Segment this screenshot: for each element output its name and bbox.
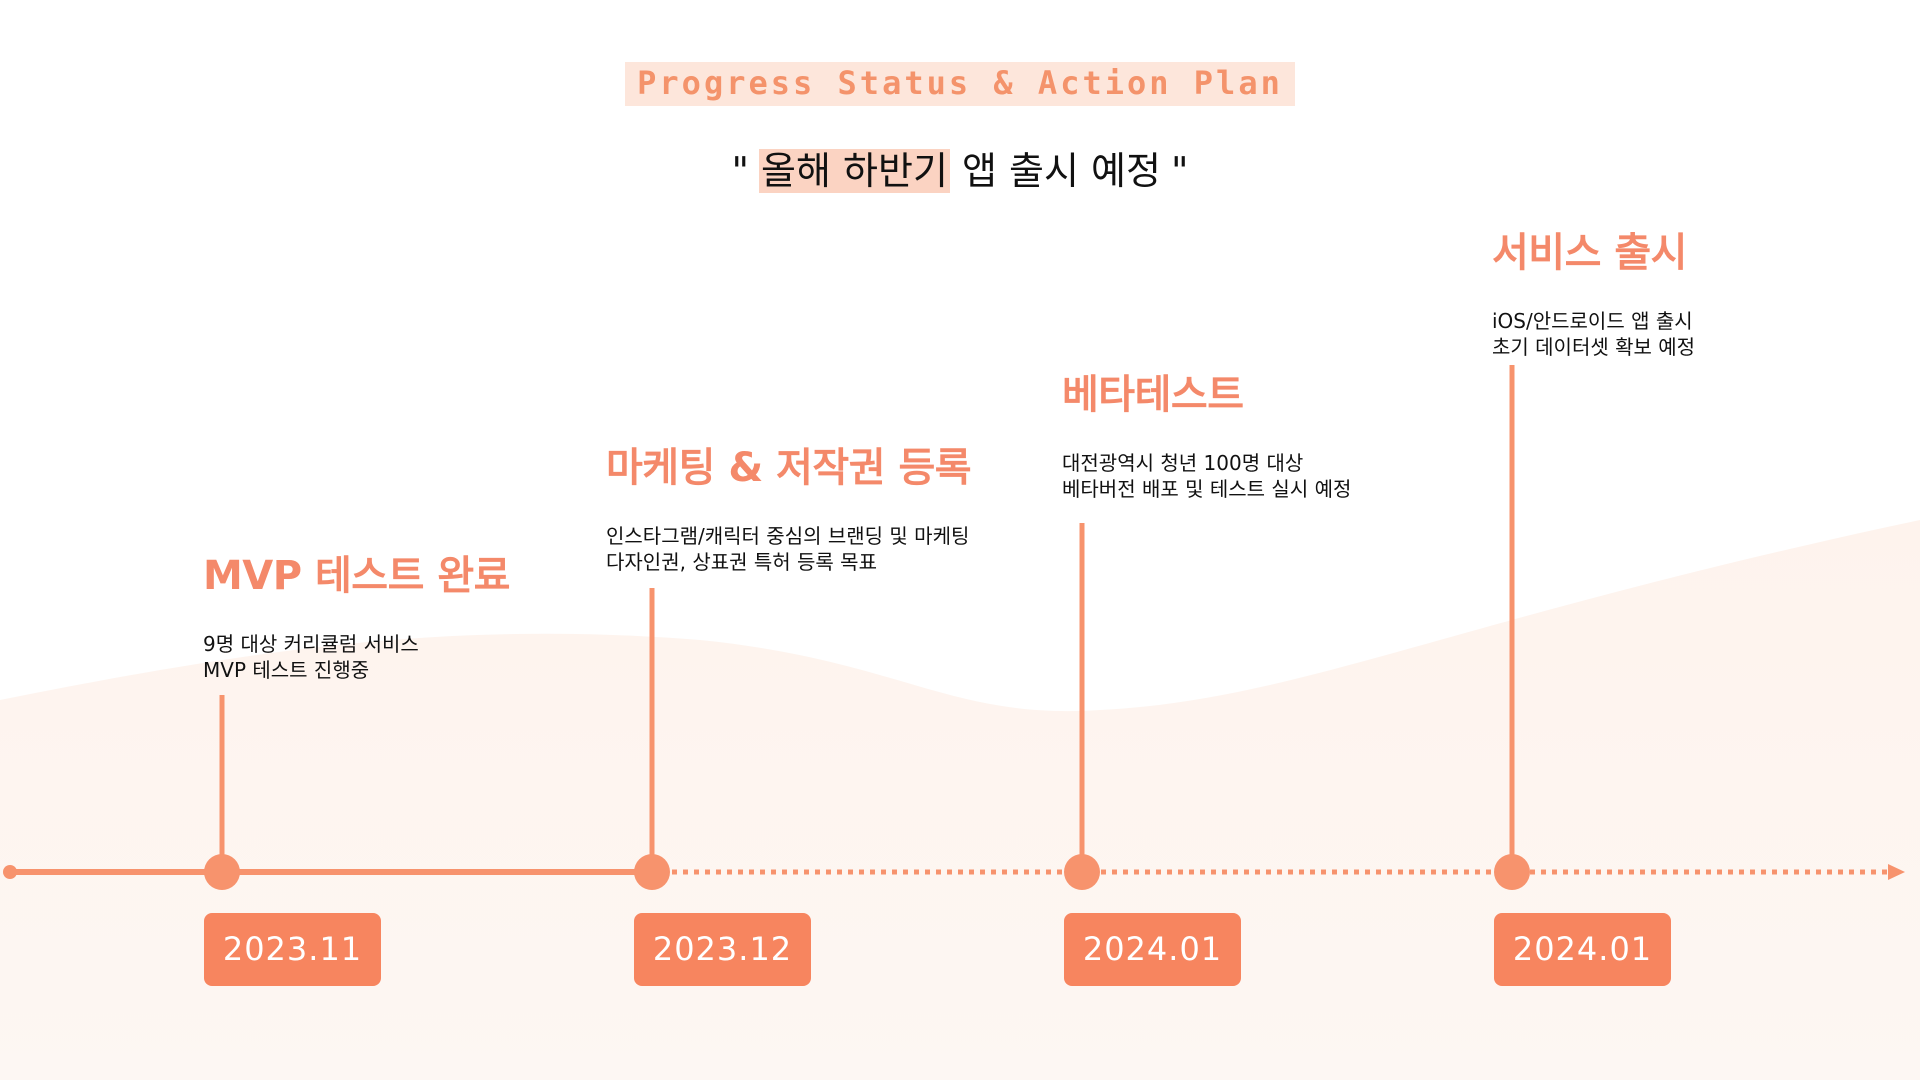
milestone-2: 마케팅 & 저작권 등록 인스타그램/캐릭터 중심의 브랜딩 및 마케팅 다자인… [606,435,972,575]
quote-rest: 앱 출시 예정 [949,149,1161,193]
milestone-desc-line: 다자인권, 상표권 특허 등록 목표 [606,550,877,574]
milestone-node-4 [1494,854,1530,890]
date-badge-4: 2024.01 [1494,913,1671,986]
milestone-desc-line: iOS/안드로이드 앱 출시 [1492,309,1693,333]
header: Progress Status & Action Plan [0,62,1920,106]
milestone-description: iOS/안드로이드 앱 출시 초기 데이터셋 확보 예정 [1492,308,1695,360]
milestone-desc-line: MVP 테스트 진행중 [203,658,370,682]
milestone-desc-line: 베타버전 배포 및 테스트 실시 예정 [1062,477,1352,501]
milestone-node-3 [1064,854,1100,890]
milestone-desc-line: 9명 대상 커리큘럼 서비스 [203,632,419,656]
quote-close-mark: " [1170,149,1189,193]
date-badge-1: 2023.11 [204,913,381,986]
timeline-arrow-icon [1888,864,1905,880]
milestone-node-1 [204,854,240,890]
milestone-3: 베타테스트 대전광역시 청년 100명 대상 베타버전 배포 및 테스트 실시 … [1062,362,1351,502]
milestone-title: 마케팅 & 저작권 등록 [606,445,972,491]
milestone-4: 서비스 출시 iOS/안드로이드 앱 출시 초기 데이터셋 확보 예정 [1492,220,1695,360]
milestone-desc-line: 인스타그램/캐릭터 중심의 브랜딩 및 마케팅 [606,524,970,548]
section-kicker: Progress Status & Action Plan [625,62,1295,106]
milestone-title: MVP 테스트 완료 [203,553,510,599]
date-badge-2: 2023.12 [634,913,811,986]
milestone-description: 인스타그램/캐릭터 중심의 브랜딩 및 마케팅 다자인권, 상표권 특허 등록 … [606,523,971,575]
milestone-description: 9명 대상 커리큘럼 서비스 MVP 테스트 진행중 [203,631,510,683]
milestone-title: 베타테스트 [1062,372,1244,418]
milestone-title: 서비스 출시 [1492,230,1687,276]
milestone-1: MVP 테스트 완료 9명 대상 커리큘럼 서비스 MVP 테스트 진행중 [203,543,510,683]
date-badge-3: 2024.01 [1064,913,1241,986]
milestone-description: 대전광역시 청년 100명 대상 베타버전 배포 및 테스트 실시 예정 [1062,450,1351,502]
timeline-start-dot [3,865,17,879]
quote-open-mark: " [731,149,750,193]
quote-highlight: 올해 하반기 [759,149,950,193]
milestone-node-2 [634,854,670,890]
milestone-desc-line: 초기 데이터셋 확보 예정 [1492,335,1696,359]
headline-quote: "올해 하반기 앱 출시 예정" [0,140,1920,195]
milestone-desc-line: 대전광역시 청년 100명 대상 [1062,451,1304,475]
